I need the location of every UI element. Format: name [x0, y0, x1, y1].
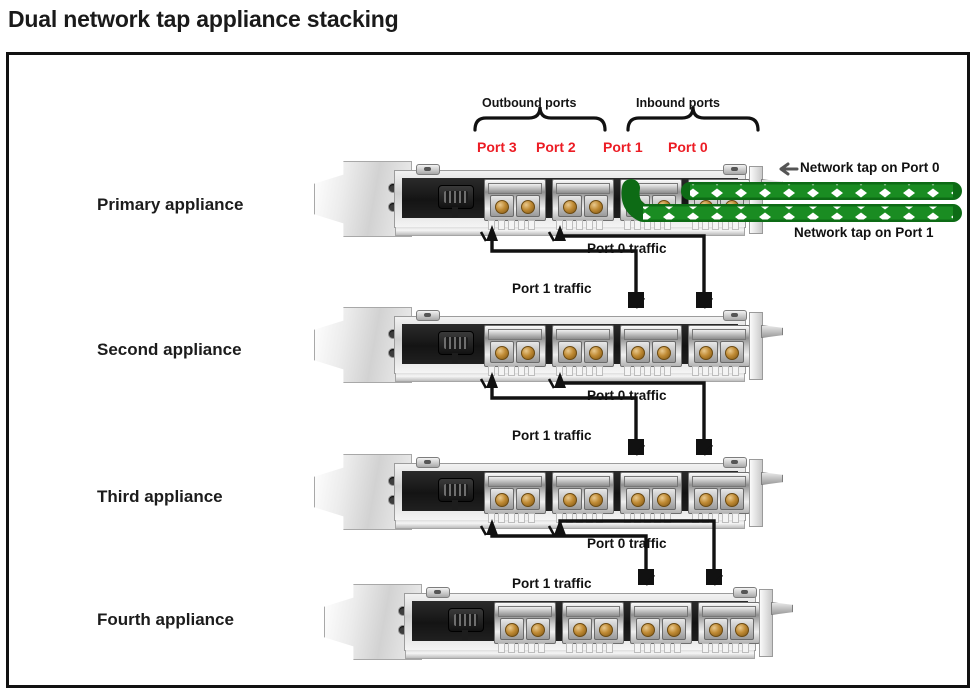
aux-connector-foot	[462, 630, 468, 640]
card-right-bracket	[749, 166, 763, 234]
port-leds-port-3	[488, 366, 535, 376]
port-module-port-2[interactable]	[552, 179, 614, 221]
traffic-label-link-1-port-0: Port 0 traffic	[587, 241, 667, 256]
appliance-card-fourth[interactable]	[322, 580, 793, 662]
traffic-label-link-1-port-1: Port 1 traffic	[512, 281, 592, 296]
faceplate-screw-tab	[416, 457, 440, 468]
appliance-card-second[interactable]	[312, 303, 783, 385]
traffic-label-link-2-port-0: Port 0 traffic	[587, 388, 667, 403]
port-label-port-3: Port 3	[477, 139, 517, 155]
aux-connector[interactable]	[448, 608, 484, 632]
card-right-tab	[761, 325, 783, 338]
port-leds-port-1	[624, 366, 671, 376]
aux-connector[interactable]	[438, 478, 474, 502]
port-leds-port-3	[498, 643, 545, 653]
port-module-port-3[interactable]	[484, 472, 546, 514]
port-module-port-0[interactable]	[688, 325, 750, 367]
appliance-card-third[interactable]	[312, 450, 783, 532]
appliance-label-fourth: Fourth appliance	[97, 610, 234, 629]
card-right-bracket	[759, 589, 773, 657]
traffic-label-link-2-port-1: Port 1 traffic	[512, 428, 592, 443]
port-label-port-1: Port 1	[603, 139, 643, 155]
tap-label-port-1: Network tap on Port 1	[794, 225, 934, 240]
faceplate-screw-tab	[723, 457, 747, 468]
appliance-label-second: Second appliance	[97, 340, 242, 359]
port-module-port-1[interactable]	[620, 325, 682, 367]
port-leds-port-0	[692, 513, 739, 523]
port-label-port-2: Port 2	[536, 139, 576, 155]
aux-connector[interactable]	[438, 185, 474, 209]
port-module-port-2[interactable]	[552, 325, 614, 367]
card-right-bracket	[749, 312, 763, 380]
port-module-port-1[interactable]	[620, 179, 682, 221]
port-leds-port-2	[556, 220, 603, 230]
appliance-card-primary[interactable]	[312, 157, 783, 239]
port-label-port-0: Port 0	[668, 139, 708, 155]
port-module-port-0[interactable]	[698, 602, 760, 644]
appliance-label-third: Third appliance	[97, 487, 223, 506]
faceplate-screw-tab	[416, 164, 440, 175]
port-leds-port-3	[488, 220, 535, 230]
card-right-tab	[761, 472, 783, 485]
port-leds-port-1	[624, 513, 671, 523]
faceplate-screw-tab	[733, 587, 757, 598]
traffic-label-link-3-port-1: Port 1 traffic	[512, 576, 592, 591]
card-right-tab	[771, 602, 793, 615]
port-module-port-3[interactable]	[484, 325, 546, 367]
port-module-port-0[interactable]	[688, 472, 750, 514]
port-module-port-2[interactable]	[562, 602, 624, 644]
port-module-port-1[interactable]	[630, 602, 692, 644]
port-leds-port-0	[692, 220, 739, 230]
group-label-inbound: Inbound ports	[636, 96, 721, 110]
faceplate-screw-tab	[416, 310, 440, 321]
port-leds-port-1	[624, 220, 671, 230]
port-leds-port-2	[556, 513, 603, 523]
card-right-tab	[761, 179, 783, 192]
card-right-bracket	[749, 459, 763, 527]
port-leds-port-1	[634, 643, 681, 653]
port-module-port-3[interactable]	[494, 602, 556, 644]
faceplate-screw-tab	[426, 587, 450, 598]
port-leds-port-3	[488, 513, 535, 523]
page-title: Dual network tap appliance stacking	[8, 6, 399, 32]
tap-label-port-0: Network tap on Port 0	[800, 160, 940, 175]
port-module-port-1[interactable]	[620, 472, 682, 514]
aux-connector-foot	[452, 207, 458, 217]
traffic-label-link-3-port-0: Port 0 traffic	[587, 536, 667, 551]
aux-connector-foot	[452, 353, 458, 363]
port-leds-port-2	[556, 366, 603, 376]
port-leds-port-2	[566, 643, 613, 653]
faceplate-screw-tab	[723, 310, 747, 321]
port-leds-port-0	[702, 643, 749, 653]
port-leds-port-0	[692, 366, 739, 376]
diagram-frame: Primary appliance Second appliance Third…	[6, 52, 970, 688]
port-module-port-2[interactable]	[552, 472, 614, 514]
faceplate-screw-tab	[723, 164, 747, 175]
port-module-port-0[interactable]	[688, 179, 750, 221]
aux-connector[interactable]	[438, 331, 474, 355]
port-module-port-3[interactable]	[484, 179, 546, 221]
appliance-label-primary: Primary appliance	[97, 195, 244, 214]
aux-connector-foot	[452, 500, 458, 510]
group-label-outbound: Outbound ports	[482, 96, 577, 110]
